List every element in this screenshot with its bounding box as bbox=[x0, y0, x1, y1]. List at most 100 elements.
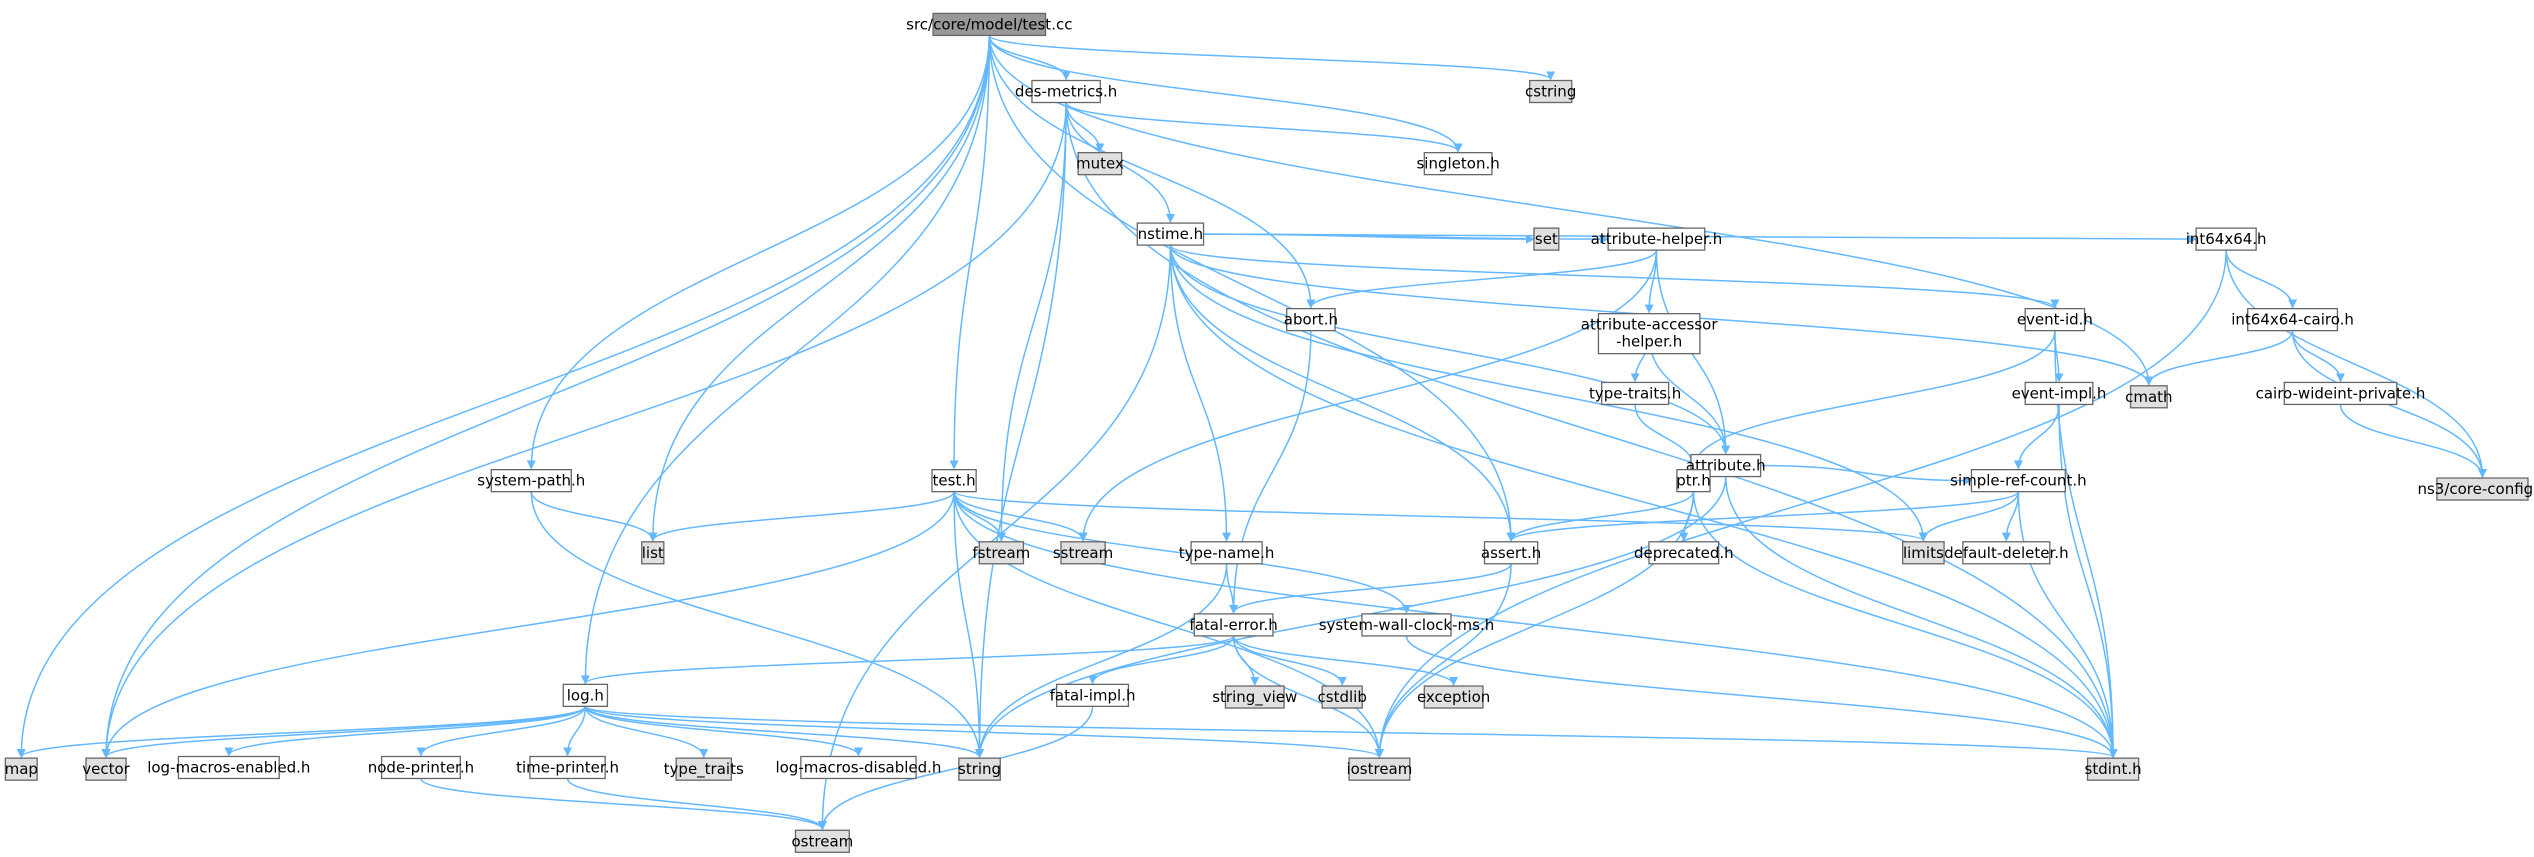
node-box bbox=[932, 12, 1047, 37]
node-event-id[interactable]: event-id.h bbox=[2017, 307, 2093, 332]
node-box bbox=[1060, 541, 1106, 565]
node-time-printer[interactable]: time-printer.h bbox=[516, 755, 619, 780]
node-cstring: cstring bbox=[1525, 79, 1576, 104]
node-label: limits bbox=[1903, 544, 1944, 562]
node-log-enabled[interactable]: log-macros-enabled.h bbox=[147, 755, 310, 780]
edge-root-to-test_h bbox=[949, 35, 991, 470]
node-label: system-path.h bbox=[477, 472, 585, 490]
node-label: log-macros-disabled.h bbox=[775, 758, 941, 776]
node-type-name[interactable]: type-name.h bbox=[1179, 541, 1275, 565]
node-test-h[interactable]: test.h bbox=[931, 469, 977, 493]
node-label: src/core/model/test.cc bbox=[906, 15, 1072, 33]
edge-des_metrics-to-mutex bbox=[1065, 102, 1105, 153]
node-box bbox=[1190, 541, 1263, 565]
node-box bbox=[1348, 757, 1411, 781]
edge-test_h-to-fstream bbox=[953, 491, 1006, 542]
dependency-nodes: src/core/model/test.cc cstring des-metrics… bbox=[5, 12, 2534, 853]
node-box bbox=[1676, 469, 1711, 493]
node-label: iostream bbox=[1346, 760, 1412, 778]
node-singleton[interactable]: singleton.h bbox=[1416, 151, 1500, 176]
node-box bbox=[1597, 313, 1701, 355]
node-fatal-error[interactable]: fatal-error.h bbox=[1189, 613, 1278, 637]
edge-event_id-to-ptr bbox=[1689, 330, 2056, 470]
edge-simple_ref-to-stdint bbox=[2017, 491, 2118, 759]
node-log-h[interactable]: log.h bbox=[562, 683, 609, 708]
node-stdint: stdint.h bbox=[2085, 757, 2142, 781]
node-cairo-wide[interactable]: cairo-wideint-private.h bbox=[2256, 381, 2426, 406]
node-core-config: ns3/core-config.h bbox=[2417, 477, 2534, 501]
edge-log_h-to-stdint bbox=[584, 705, 2118, 759]
edge-node_printer-to-ostream bbox=[420, 778, 827, 831]
node-root[interactable]: src/core/model/test.cc bbox=[906, 12, 1072, 37]
node-label: list bbox=[642, 544, 664, 562]
node-box bbox=[1056, 683, 1130, 708]
node-des-metrics[interactable]: des-metrics.h bbox=[1015, 79, 1117, 104]
edge-int64_cairo-to-cmath bbox=[2144, 330, 2294, 386]
node-node-printer[interactable]: node-printer.h bbox=[368, 755, 474, 780]
edge-des_metrics-to-singleton bbox=[1065, 102, 1463, 153]
edge-nstime-to-type_name bbox=[1169, 245, 1232, 542]
edge-test_h-to-limits bbox=[953, 490, 1928, 542]
node-box bbox=[1483, 541, 1539, 565]
edge-test_h-to-sstream bbox=[953, 491, 1088, 542]
node-box bbox=[2024, 307, 2086, 332]
node-label: sstream bbox=[1053, 544, 1113, 562]
edge-log_h-to-map bbox=[16, 705, 587, 759]
node-box bbox=[978, 541, 1025, 565]
node-log-disabled[interactable]: log-macros-disabled.h bbox=[775, 755, 941, 780]
edge-test_h-to-string bbox=[953, 491, 985, 759]
node-event-impl[interactable]: event-impl.h bbox=[2012, 381, 2107, 406]
node-vector: vector bbox=[82, 757, 131, 781]
edge-fatal_error-to-cstdlib bbox=[1232, 635, 1347, 686]
node-attr-helper[interactable]: attribute-helper.h bbox=[1591, 227, 1723, 251]
node-sstream: sstream bbox=[1053, 541, 1113, 565]
edge-root-to-map bbox=[16, 35, 991, 759]
node-simple-ref[interactable]: simple-ref-count.h bbox=[1950, 469, 2087, 493]
node-label: attribute-accessor-helper.h bbox=[1581, 316, 1719, 351]
node-label: ns3/core-config.h bbox=[2417, 480, 2534, 498]
edge-assert_h-to-fatal_error bbox=[1229, 563, 1512, 614]
node-set: set bbox=[1533, 227, 1560, 251]
node-nstime[interactable]: nstime.h bbox=[1136, 222, 1205, 246]
node-box bbox=[1361, 613, 1452, 637]
edge-type_name-to-string bbox=[975, 563, 1228, 759]
node-exception: exception bbox=[1417, 685, 1490, 709]
node-default-deleter[interactable]: default-deleter.h bbox=[1944, 541, 2069, 565]
node-label: fatal-error.h bbox=[1189, 616, 1277, 634]
node-box bbox=[931, 469, 977, 493]
node-box bbox=[958, 757, 1001, 781]
edge-log_h-to-log_disabled bbox=[584, 706, 863, 757]
edge-nstime-to-limits bbox=[1169, 245, 1928, 542]
node-abort[interactable]: abort.h bbox=[1284, 307, 1338, 332]
edge-log_h-to-type_traits bbox=[584, 706, 709, 759]
node-box bbox=[562, 683, 609, 708]
node-deprecated[interactable]: deprecated.h bbox=[1634, 541, 1734, 565]
node-box bbox=[1423, 151, 1493, 176]
node-box bbox=[380, 755, 461, 780]
node-ptr[interactable]: ptr.h bbox=[1676, 469, 1711, 493]
node-box bbox=[2283, 381, 2398, 406]
node-label: stdint.h bbox=[2085, 760, 2142, 778]
node-attr-accessor[interactable]: attribute-accessor-helper.h bbox=[1581, 313, 1719, 355]
node-label: fstream bbox=[972, 544, 1030, 562]
edge-test_h-to-system_wall bbox=[953, 491, 1411, 614]
node-label: des-metrics.h bbox=[1015, 83, 1117, 101]
node-label: test.h bbox=[933, 472, 976, 490]
node-box bbox=[800, 755, 917, 780]
node-type-traits-h[interactable]: type-traits.h bbox=[1589, 381, 1681, 406]
node-box bbox=[641, 541, 665, 565]
edge-attr_helper-to-sstream bbox=[1078, 250, 1658, 542]
node-int64x64[interactable]: int64x64.h bbox=[2186, 227, 2267, 251]
edge-system_wall-to-stdint bbox=[1405, 635, 2118, 759]
edge-int64x64-to-iostream bbox=[1374, 250, 2227, 759]
node-int64-cairo[interactable]: int64x64-cairo.h bbox=[2231, 307, 2354, 332]
node-system-path[interactable]: system-path.h bbox=[477, 469, 585, 493]
edge-attr_accessor-to-attribute bbox=[1648, 335, 1731, 455]
node-fatal-impl[interactable]: fatal-impl.h bbox=[1050, 683, 1136, 708]
node-system-wall[interactable]: system-wall-clock-ms.h bbox=[1319, 613, 1495, 637]
node-box bbox=[675, 757, 732, 781]
edge-system_path-to-string bbox=[530, 491, 985, 759]
node-ostream: ostream bbox=[792, 829, 853, 853]
node-assert-h[interactable]: assert.h bbox=[1481, 541, 1541, 565]
node-label: cstring bbox=[1525, 83, 1576, 101]
